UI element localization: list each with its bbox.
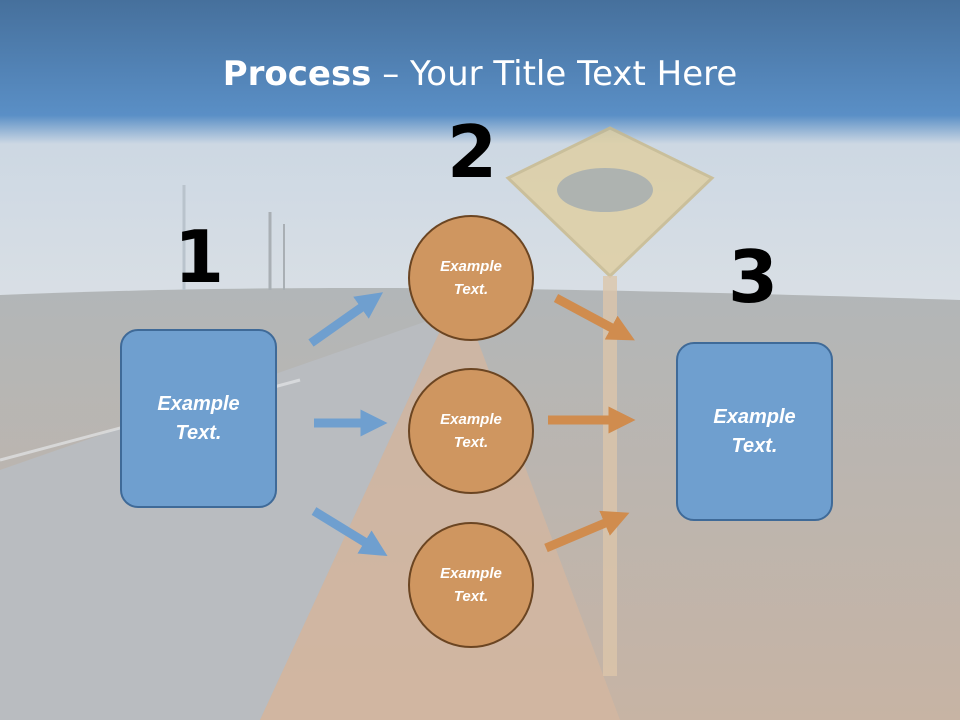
arrow-top-to-right (553, 294, 635, 341)
step-number-1: 1 (173, 215, 225, 299)
circle-top: Example Text. (408, 215, 534, 341)
circle-bottom: Example Text. (408, 522, 534, 648)
right-box-text: Example Text. (713, 405, 796, 457)
circle-top-text: Example Text. (440, 258, 502, 298)
left-box: Example Text. (120, 329, 277, 508)
arrow-left-to-bottom (311, 507, 388, 557)
circle-bottom-text: Example Text. (440, 565, 502, 605)
left-box-text: Example Text. (157, 392, 240, 444)
circle-middle-text: Example Text. (440, 411, 502, 451)
right-box: Example Text. (676, 342, 833, 521)
step-number-2: 2 (446, 110, 498, 194)
step-number-3: 3 (727, 235, 779, 319)
title-rest: – Your Title Text Here (371, 54, 738, 94)
arrow-left-to-top (308, 292, 384, 347)
arrow-bottom-to-right (544, 510, 630, 553)
slide-title: Process – Your Title Text Here (0, 52, 960, 96)
circle-middle: Example Text. (408, 368, 534, 494)
title-bold: Process (222, 54, 372, 94)
